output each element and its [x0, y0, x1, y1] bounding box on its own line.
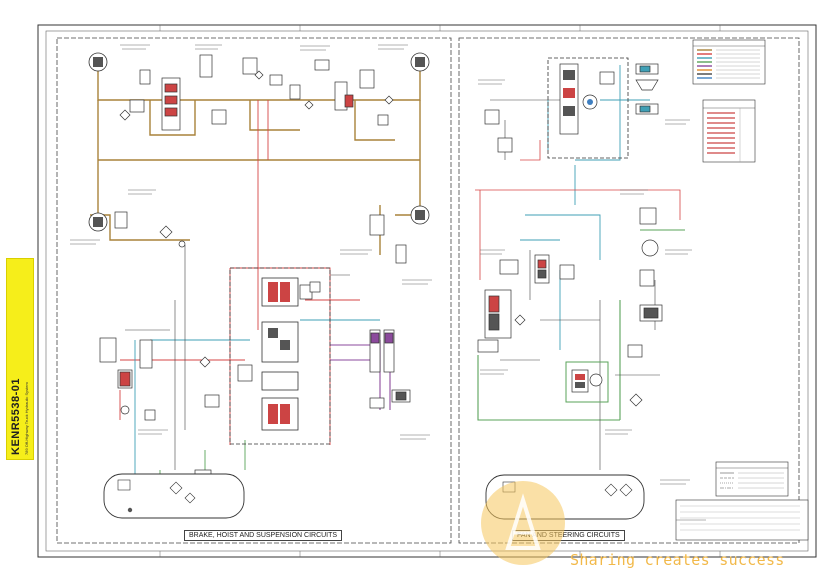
hydraulic-tank-left [103, 473, 245, 519]
brake-diamond-fittings [119, 70, 394, 239]
brake-valve-group [129, 54, 389, 131]
steer-lines-right [520, 65, 650, 350]
brake-actuator-rear-right [410, 205, 430, 225]
line-color-legend [692, 39, 766, 85]
document-tag [6, 258, 34, 460]
watermark-logo-icon [481, 481, 565, 565]
steer-lines-left [134, 319, 380, 475]
left-panel-frame [56, 37, 452, 544]
annotation-marks [70, 44, 706, 521]
brake-actuator-front-left [88, 52, 108, 72]
brake-actuator-rear-left [88, 212, 108, 232]
hoist-control-valve [229, 267, 331, 445]
outer-border [37, 24, 817, 558]
return-lines-right [477, 229, 685, 421]
right-panel-frame [458, 37, 800, 544]
left-panel-title: BRAKE, HOIST AND SUSPENSION CIRCUITS [184, 530, 343, 541]
pilot-lines [119, 100, 360, 445]
document-subtitle: 789 Off-Highway Truck Hydraulic System [24, 382, 29, 455]
inner-border [45, 30, 809, 552]
brake-actuator-front-right [410, 52, 430, 72]
line-patterns-table [715, 461, 789, 497]
watermark-text: Sharing creates success [570, 551, 785, 569]
steering-pump-block [477, 289, 512, 353]
component-location-table [702, 99, 756, 163]
fan-steer-components [484, 109, 663, 407]
pilot-lines-right [475, 140, 681, 280]
accumulator-cluster [114, 211, 407, 264]
black-lines-right [490, 99, 660, 470]
hoist-cylinders [369, 329, 411, 409]
fan-motor-group [565, 361, 609, 403]
steering-cylinders [635, 63, 659, 115]
border-ticks [159, 25, 721, 557]
misc-black-lines-left [125, 245, 350, 470]
steering-control-valve [547, 57, 629, 159]
